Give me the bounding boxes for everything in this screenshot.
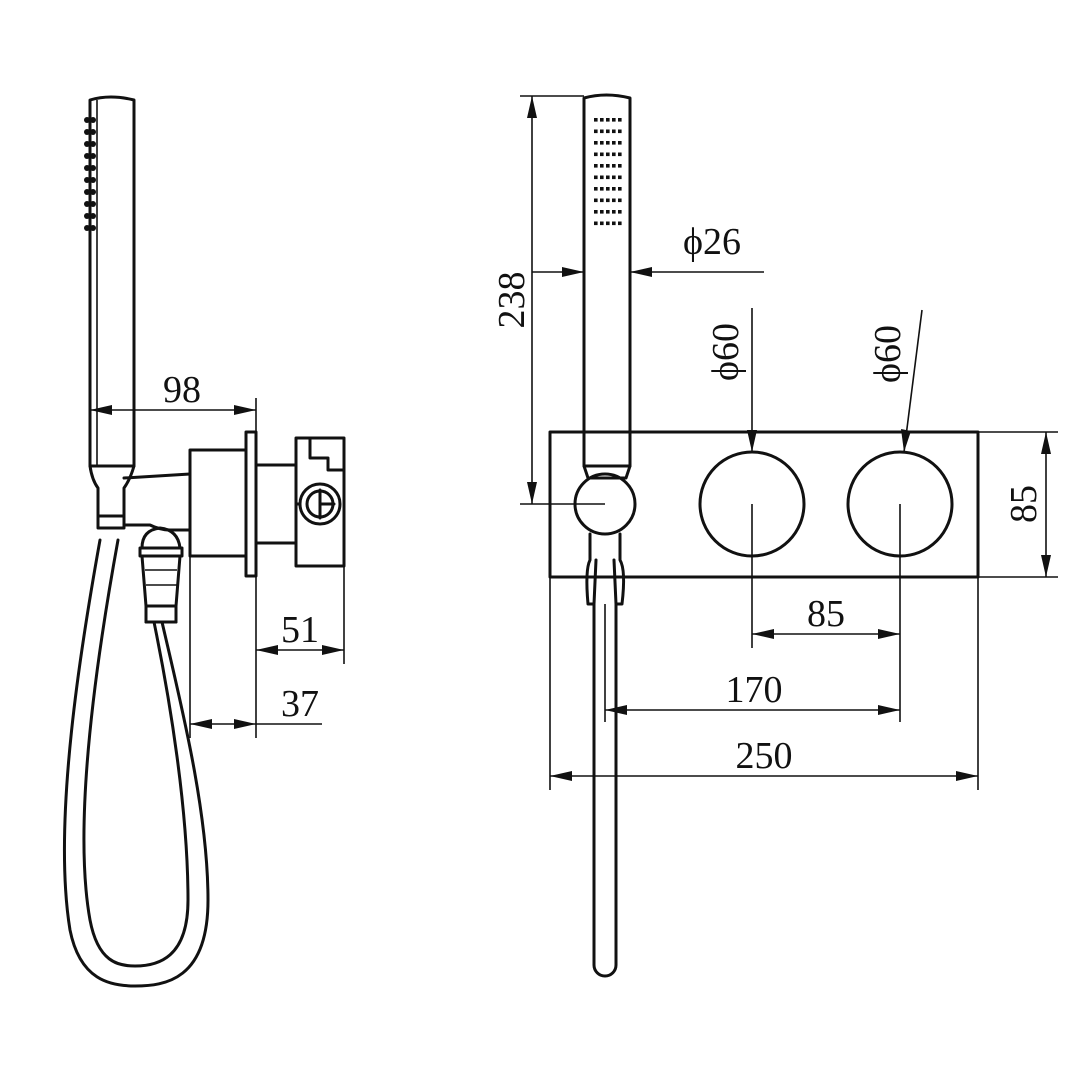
dim-text-238: 238 — [491, 272, 533, 329]
spray-nozzle — [594, 141, 598, 145]
spray-nozzle — [612, 118, 616, 122]
spray-nozzle — [594, 187, 598, 191]
spray-nozzle — [612, 129, 616, 134]
spray-nozzle — [600, 164, 604, 168]
spray-nozzle — [606, 152, 610, 157]
spray-nozzle — [612, 187, 616, 191]
spray-nozzle — [600, 129, 604, 134]
spray-nozzle — [606, 210, 610, 214]
side-handshower — [84, 95, 136, 530]
dim-side-plate-depth: 37 — [189, 556, 322, 738]
dim-text-phi26: ϕ26 — [683, 221, 741, 263]
spray-nozzle — [594, 129, 598, 134]
dim-text-98: 98 — [163, 369, 201, 411]
spray-nozzle — [606, 164, 610, 168]
dim-knob-spacing: 85 — [752, 593, 900, 639]
spray-nozzle — [600, 187, 604, 191]
spray-nozzle — [594, 198, 598, 203]
front-hose — [592, 602, 618, 978]
spray-nozzle — [600, 210, 604, 214]
spray-nozzle — [606, 141, 610, 145]
spray-nozzle — [618, 175, 622, 180]
front-handshower — [582, 93, 632, 480]
spray-nozzle — [612, 175, 616, 180]
dim-text-51: 51 — [281, 609, 319, 651]
spray-nozzle — [600, 198, 604, 203]
side-spray-nozzles — [84, 117, 96, 231]
side-outlet-elbow — [122, 472, 192, 532]
spray-nozzle — [618, 187, 622, 191]
spray-nozzle — [612, 152, 616, 157]
spray-nozzle — [606, 221, 610, 226]
dim-text-250: 250 — [736, 735, 793, 777]
spray-nozzle — [612, 198, 616, 203]
spray-nozzle — [606, 175, 610, 180]
dim-plate-height: 85 — [978, 431, 1058, 578]
dim-handshower-height: 238 — [491, 95, 605, 505]
spray-nozzle — [594, 164, 598, 168]
spray-nozzle — [606, 198, 610, 203]
spray-nozzle — [600, 141, 604, 145]
dim-side-body-depth: 51 — [255, 566, 345, 738]
spray-nozzle — [594, 221, 598, 226]
dim-text-37: 37 — [281, 683, 319, 725]
spray-nozzle — [600, 118, 604, 122]
spray-nozzle — [594, 152, 598, 157]
spray-nozzle — [618, 141, 622, 145]
spray-nozzle — [600, 152, 604, 157]
spray-nozzle — [618, 221, 622, 226]
spray-nozzle — [618, 210, 622, 214]
dim-text-phi60-right: ϕ60 — [867, 325, 909, 383]
dim-text-170: 170 — [726, 669, 783, 711]
spray-nozzle — [612, 164, 616, 168]
spray-nozzle — [600, 175, 604, 180]
dim-knob-left-diameter: ϕ60 — [705, 308, 757, 452]
side-hose-connector — [138, 526, 184, 624]
spray-nozzle — [594, 175, 598, 180]
spray-nozzle — [618, 118, 622, 122]
front-view: 238 ϕ26 ϕ60 ϕ60 85 — [491, 93, 1058, 978]
spray-nozzle — [618, 164, 622, 168]
dim-text-phi60-left: ϕ60 — [705, 323, 747, 381]
spray-nozzle — [606, 118, 610, 122]
dim-side-projection: 98 — [89, 369, 257, 470]
front-spray-nozzles — [594, 118, 622, 226]
spray-nozzle — [606, 129, 610, 134]
spray-nozzle — [612, 221, 616, 226]
dim-plate-width: 250 — [549, 577, 979, 790]
dim-text-85-horizontal: 85 — [807, 593, 845, 635]
dim-knob-right-diameter: ϕ60 — [867, 309, 923, 453]
front-outlet-bracket — [573, 472, 637, 606]
spray-nozzle — [612, 210, 616, 214]
spray-nozzle — [612, 141, 616, 145]
side-mixer-body — [188, 430, 346, 578]
dim-handshower-diameter: ϕ26 — [532, 221, 764, 277]
spray-nozzle — [618, 198, 622, 203]
spray-nozzle — [606, 187, 610, 191]
spray-nozzle — [618, 129, 622, 134]
spray-nozzle — [600, 221, 604, 226]
spray-nozzle — [594, 118, 598, 122]
spray-nozzle — [594, 210, 598, 214]
spray-nozzle — [618, 152, 622, 157]
dim-outlet-to-knob: 170 — [605, 669, 900, 715]
side-hose — [62, 538, 210, 988]
dim-text-85-vertical: 85 — [1003, 485, 1045, 523]
side-view: 98 51 37 — [62, 95, 346, 988]
